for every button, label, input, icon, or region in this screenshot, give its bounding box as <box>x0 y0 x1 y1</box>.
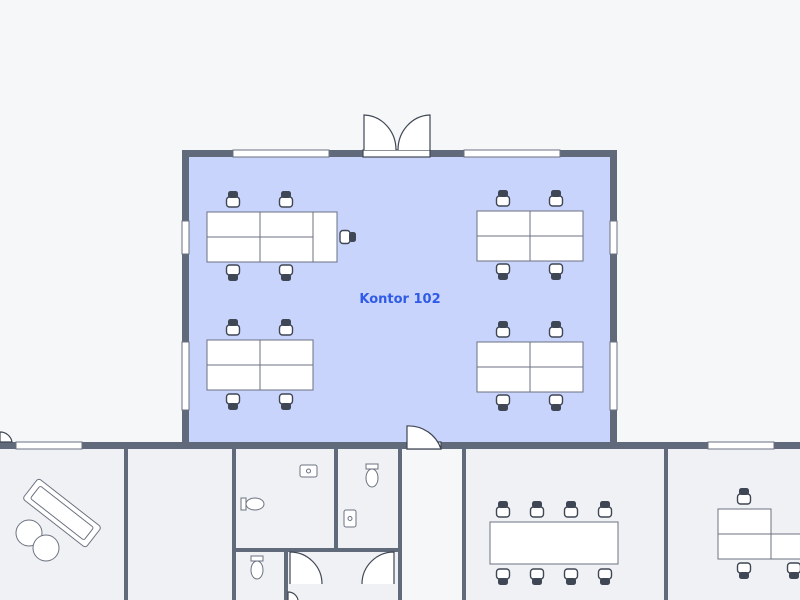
desk-icon <box>259 339 314 366</box>
desk-icon <box>476 341 531 368</box>
desk-icon <box>476 210 531 237</box>
toilet-icon <box>365 463 379 488</box>
desk-icon <box>206 236 261 263</box>
wall-lower-3 <box>334 449 338 551</box>
room-corridor <box>402 448 462 600</box>
office-chair-icon <box>225 264 241 281</box>
office-chair-icon <box>786 562 800 579</box>
door-icon <box>289 551 323 585</box>
wall-lower-1 <box>124 449 128 600</box>
desk-icon <box>529 366 584 393</box>
wall-lower-2 <box>232 449 236 600</box>
office-chair-icon <box>225 191 241 208</box>
desk-icon <box>259 364 314 391</box>
desk-icon <box>476 235 531 262</box>
sink-icon <box>343 509 357 528</box>
sofa-icon <box>23 478 101 548</box>
desk-icon <box>259 236 314 263</box>
room-wc-1 <box>236 448 334 548</box>
room-label: Kontor 102 <box>359 292 440 307</box>
meeting-room-furniture <box>489 521 619 565</box>
room-corridor-left <box>128 448 232 600</box>
round-table-icon <box>32 534 60 562</box>
office-chair-icon <box>529 501 545 518</box>
window-icon <box>15 441 83 450</box>
window-icon <box>181 220 190 255</box>
desk-icon <box>312 211 338 263</box>
door-icon[interactable] <box>406 425 442 450</box>
office-chair-icon <box>529 568 545 585</box>
office-chair-icon <box>495 321 511 338</box>
room-wc-2 <box>338 448 398 548</box>
wall-lower-8 <box>284 552 288 600</box>
office-chair-icon <box>548 394 564 411</box>
wc-fixtures <box>240 463 379 580</box>
window-icon <box>609 220 618 255</box>
door-icon <box>0 431 13 443</box>
office-chair-icon <box>597 568 613 585</box>
meeting-table-icon <box>489 521 619 565</box>
desk-icon <box>476 366 531 393</box>
door-icon <box>361 551 395 585</box>
room-office-102[interactable] <box>186 154 613 442</box>
office-chair-icon <box>736 488 752 505</box>
wall-corridor <box>0 442 800 449</box>
wall-office-left <box>182 150 189 447</box>
office-chair-icon <box>495 568 511 585</box>
desk-icon <box>206 339 261 366</box>
toilet-icon <box>240 497 265 511</box>
office-chair-icon <box>495 190 511 207</box>
office-chair-icon <box>278 393 294 410</box>
lounge-furniture <box>15 478 101 562</box>
office-chair-icon <box>495 501 511 518</box>
desk-icon <box>529 235 584 262</box>
windows <box>15 149 775 450</box>
office-chair-icon <box>563 568 579 585</box>
desk-icon <box>529 341 584 368</box>
window-icon <box>463 149 561 158</box>
office-chair-icon <box>495 263 511 280</box>
office-chair-icon <box>225 319 241 336</box>
wall-lower-6 <box>664 449 668 600</box>
desk-icon <box>259 211 314 238</box>
desk-icon <box>717 508 772 535</box>
office-chair-icon <box>225 393 241 410</box>
desk-icon <box>206 364 261 391</box>
office-chair-icon <box>278 319 294 336</box>
window-icon <box>609 341 618 411</box>
office-chair-icon <box>495 394 511 411</box>
right-office-desks <box>717 508 800 560</box>
office-chair-icon <box>339 229 356 245</box>
desk-icon <box>206 211 261 238</box>
wall-lower-5 <box>462 449 466 600</box>
desks <box>206 210 584 393</box>
office-chair-icon <box>548 190 564 207</box>
wall-lower-7 <box>236 548 398 552</box>
desk-icon <box>529 210 584 237</box>
wc-doors <box>287 551 395 600</box>
office-chair-icon <box>736 562 752 579</box>
chairs <box>225 190 800 585</box>
wall-lower-4 <box>398 449 402 600</box>
wall-office-right <box>610 150 617 447</box>
desk-icon <box>717 533 772 560</box>
round-table-icon <box>15 519 43 547</box>
office-chair-icon <box>278 264 294 281</box>
office-chair-icon <box>548 263 564 280</box>
office-chair-icon <box>278 191 294 208</box>
window-icon <box>232 149 330 158</box>
office-chair-icon <box>548 321 564 338</box>
door-icon <box>287 591 299 600</box>
toilet-icon <box>250 555 264 580</box>
office-chair-icon <box>597 501 613 518</box>
double-door-icon[interactable] <box>362 114 431 158</box>
desk-icon <box>770 533 800 560</box>
window-icon <box>707 441 775 450</box>
window-icon <box>181 341 190 411</box>
office-chair-icon <box>563 501 579 518</box>
sink-icon <box>299 464 318 478</box>
